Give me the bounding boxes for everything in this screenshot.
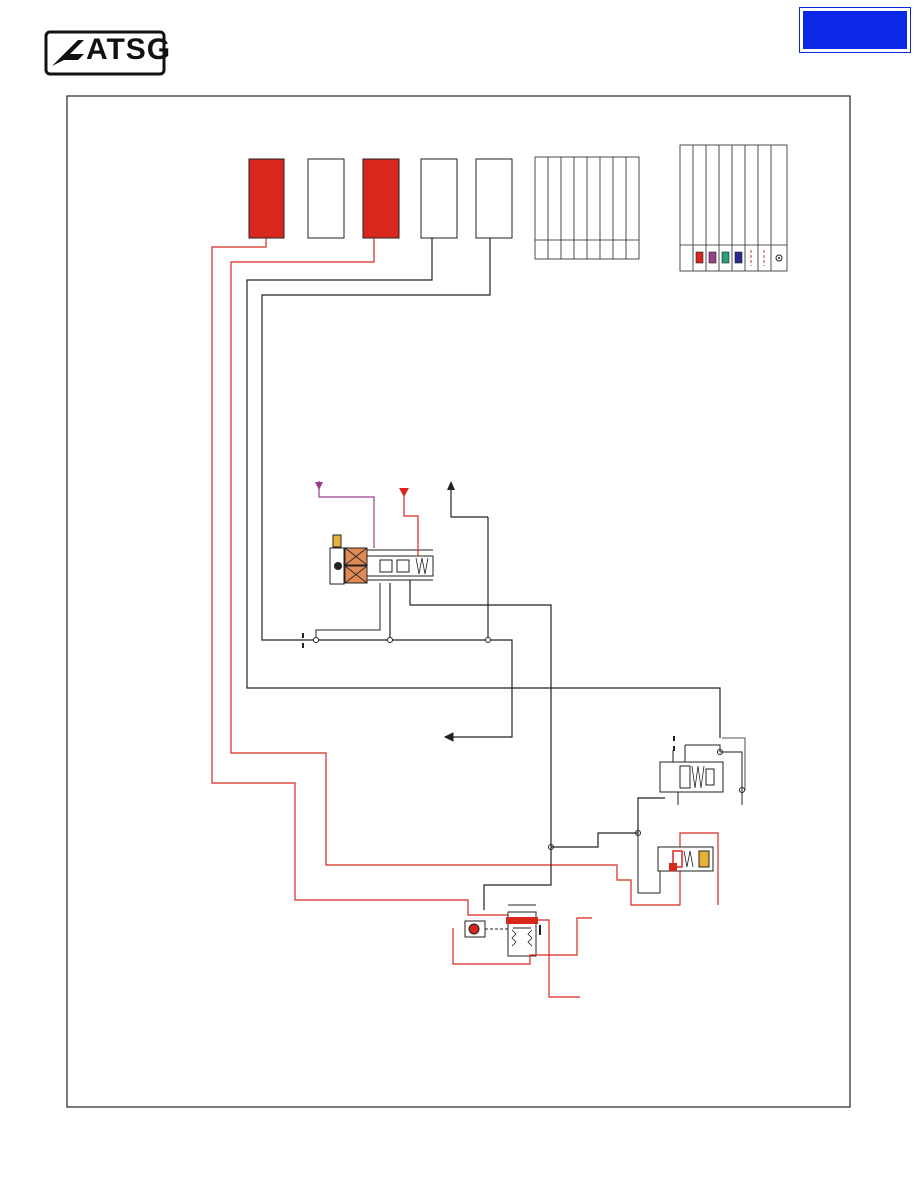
arrow-left: [443, 732, 454, 742]
signal-circuit-purple: [318, 481, 375, 548]
terminal-block-1: [248, 158, 285, 239]
solenoid-connector: [332, 534, 342, 548]
legend-swatch-green: [721, 251, 730, 264]
logo-text: ATSG: [86, 33, 172, 66]
valve-plug: [698, 850, 710, 868]
legend-swatch-purple: [708, 251, 717, 264]
legend-swatch-navy: [734, 251, 743, 264]
circle-dot-icon: [775, 254, 783, 262]
plane-wing-icon: [52, 40, 84, 66]
shift-valve-bottom: [464, 904, 538, 957]
check-ball-icon: [468, 923, 480, 935]
terminal-block-3: [362, 158, 400, 239]
red-input-line: [403, 494, 419, 556]
accumulator-valve: [657, 846, 714, 872]
diagram-frame: [66, 95, 851, 1108]
red-circuit-1: [211, 238, 510, 916]
solenoid-ball-icon: [334, 562, 342, 570]
terminal-block-2: [307, 158, 345, 239]
red-circuit-2: [230, 238, 719, 906]
black-circuit-1: [246, 238, 721, 738]
shift-solenoid: [329, 534, 434, 585]
pressure-regulator-valve: [659, 737, 746, 805]
terminal-block-5: [475, 158, 513, 239]
atsg-logo: [44, 30, 166, 76]
arrow-down-purple: [315, 482, 323, 490]
nav-button[interactable]: [799, 7, 911, 53]
shift-chart-grid: [534, 156, 640, 260]
arrow-down-red: [399, 488, 409, 497]
legend-swatch-red: [695, 251, 704, 264]
valve-spring: [415, 557, 429, 575]
black-circuit-2: [261, 238, 513, 738]
color-legend-grid: [679, 144, 788, 272]
junction-dots: [313, 637, 745, 850]
arrow-up: [447, 481, 455, 490]
terminal-block-4: [420, 158, 458, 239]
